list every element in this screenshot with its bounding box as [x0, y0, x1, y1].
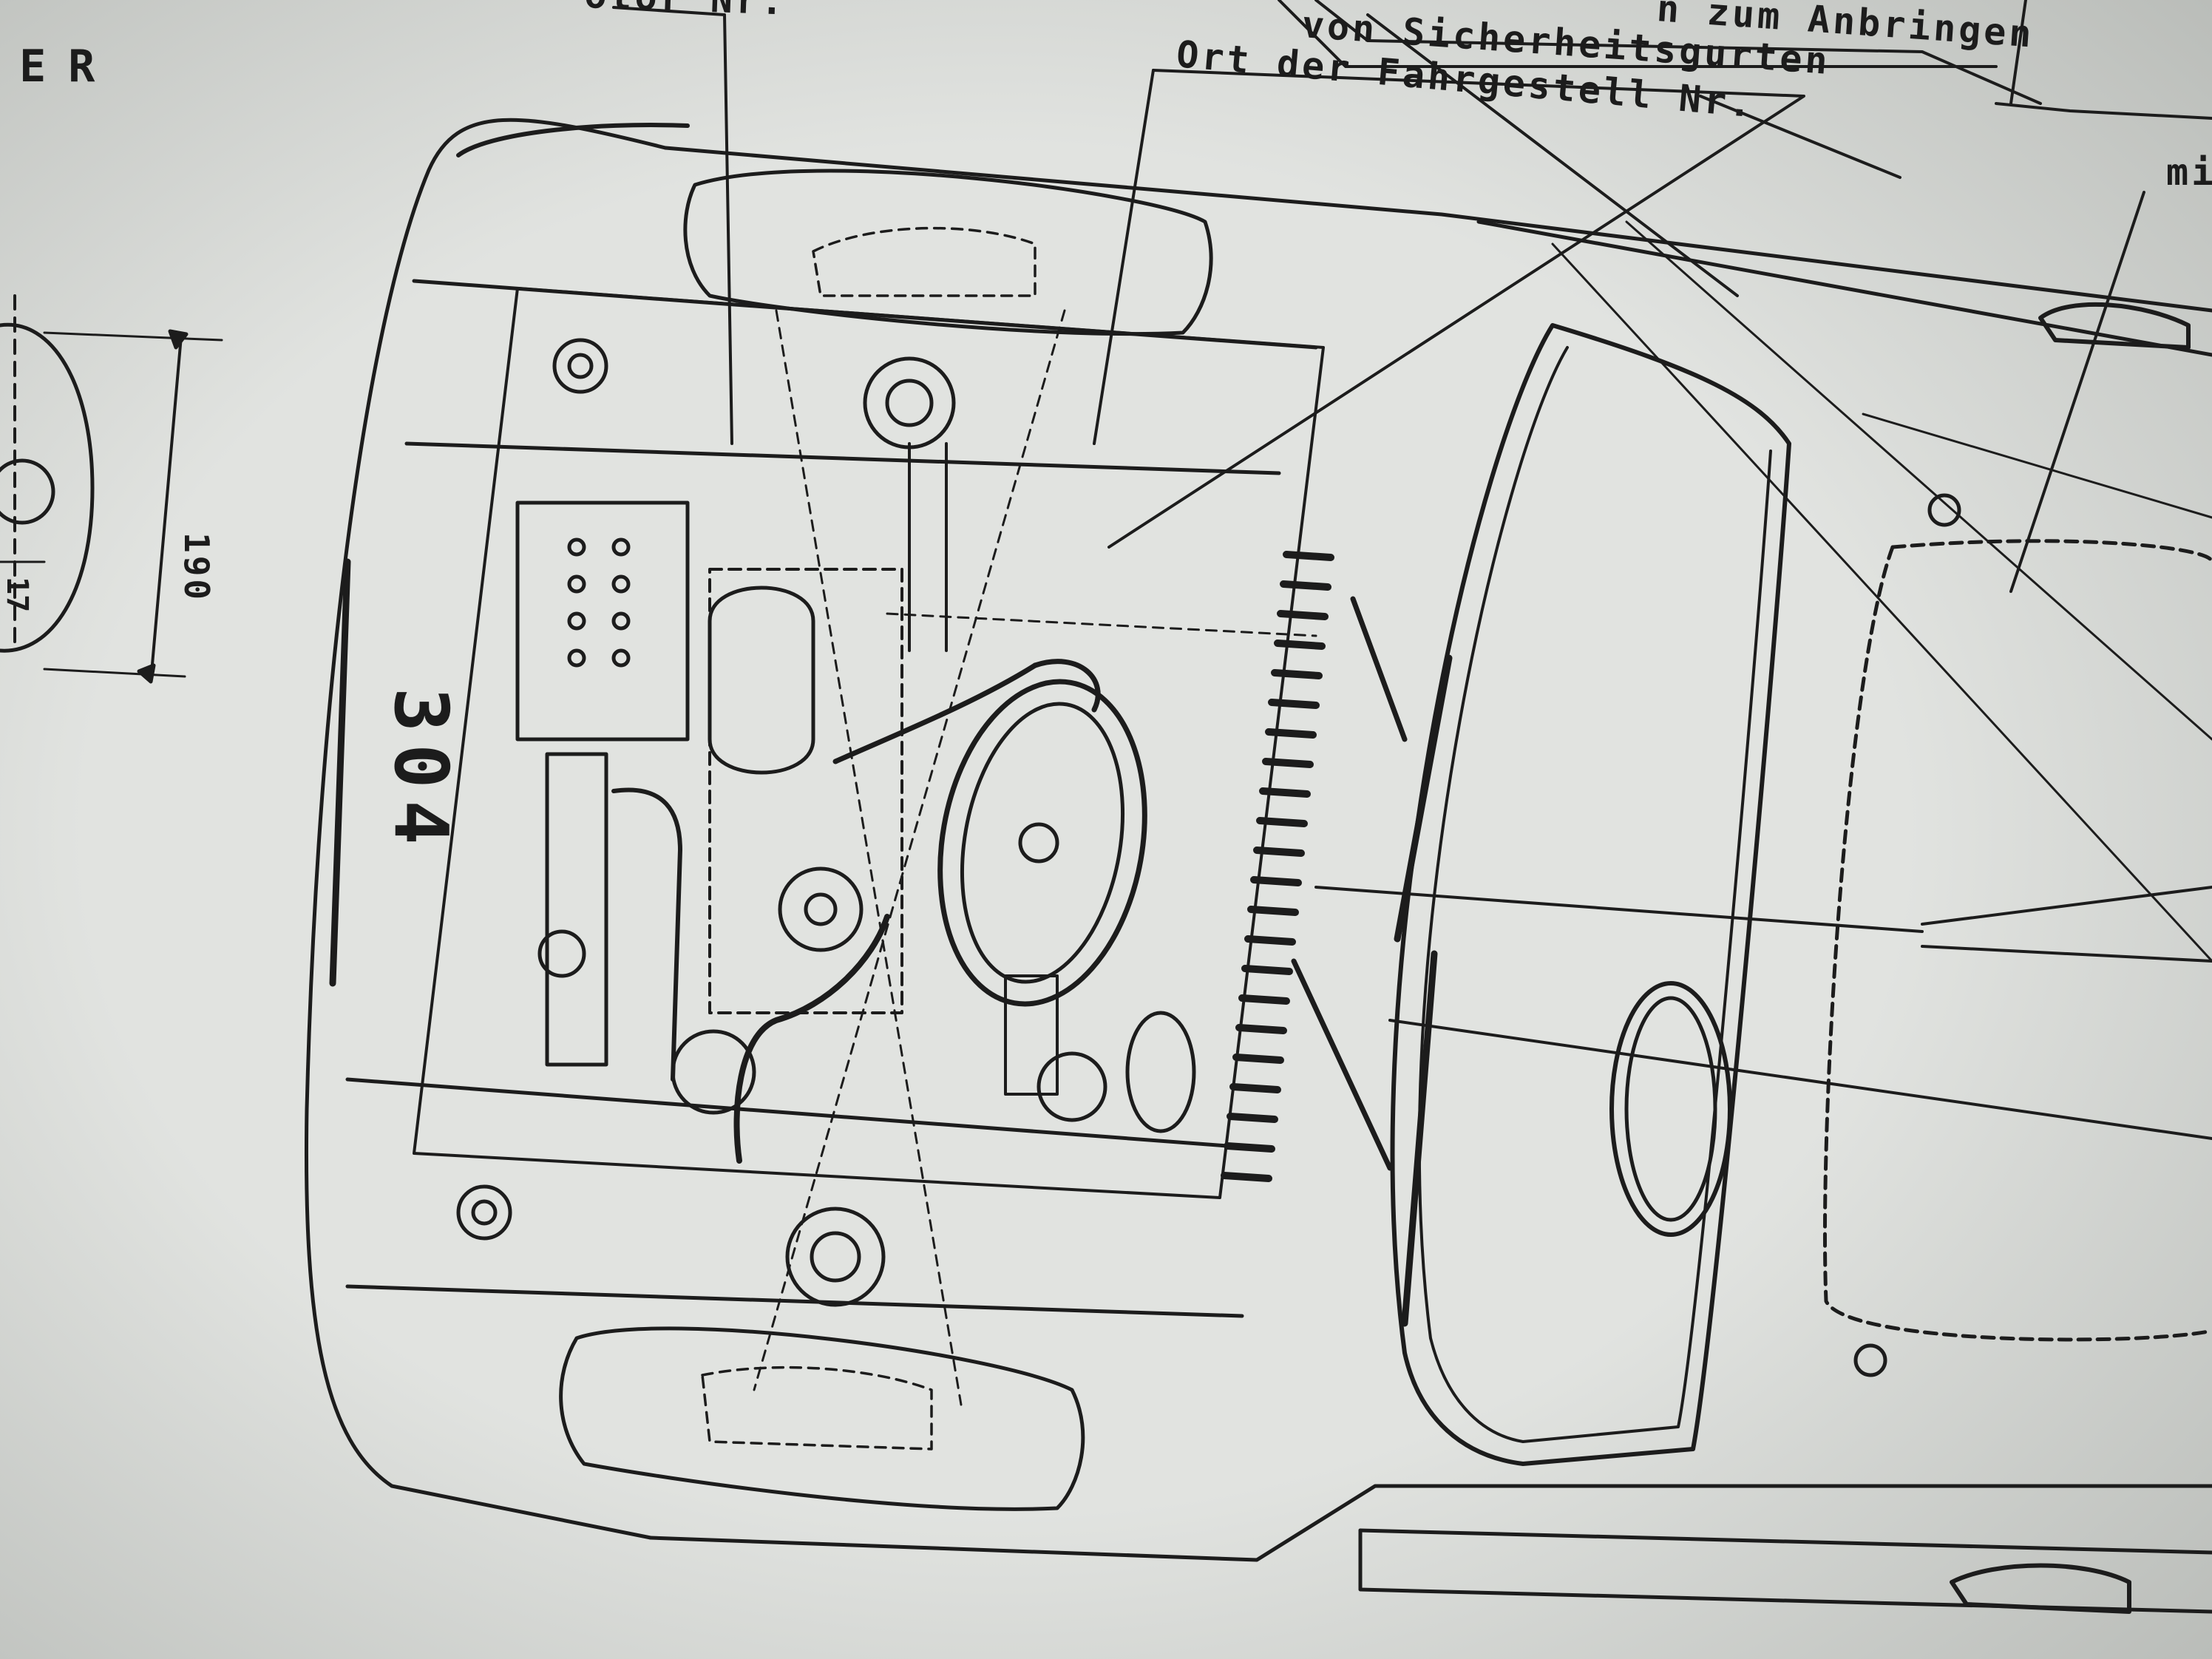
lower-wheel — [559, 1207, 1085, 1511]
windscreen — [1291, 323, 1791, 1466]
dimension-small-label: 17 — [0, 577, 34, 612]
leader-lines — [612, 0, 2212, 593]
dimension-190-label: 190 — [177, 532, 217, 603]
right-fragment-label: mi — [2166, 151, 2212, 194]
plate-number-label: 304 — [378, 688, 464, 857]
upper-wheel — [683, 169, 1213, 449]
car-body-outline — [304, 118, 2212, 1614]
cabin-interior — [1314, 220, 2212, 1614]
ventilation-grille — [1221, 551, 1334, 1182]
detail-oval-drawing — [0, 294, 223, 684]
engine-bay — [413, 287, 1325, 1406]
header-fragment-label: FER — [0, 41, 117, 92]
